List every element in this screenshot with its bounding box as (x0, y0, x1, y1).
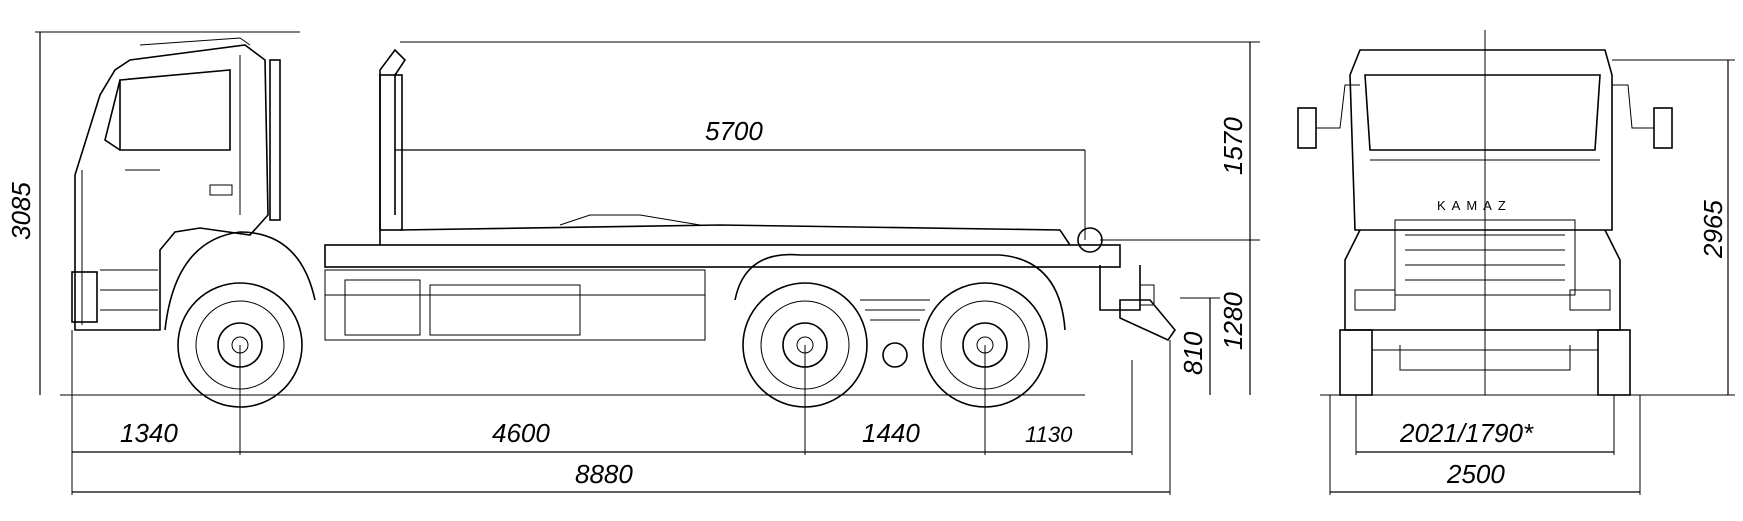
left-mirror (1297, 84, 1360, 149)
side-dimensions: 3085 5700 1570 1280 810 1340 (6, 31, 1260, 495)
front-dimensions: 2965 2021/1790* 2500 (1329, 59, 1735, 495)
front-overhang-label: 1340 (120, 418, 178, 448)
hook-reach-label: 5700 (705, 116, 763, 146)
hook-lift (379, 48, 1103, 253)
wheelbase-1-label: 4600 (492, 418, 550, 448)
front-left-tire (1339, 329, 1373, 396)
front-height-label: 2965 (1698, 200, 1728, 259)
tow-coupling (1119, 284, 1177, 342)
wheelbase-2-label: 1440 (862, 418, 920, 448)
cab (71, 37, 281, 331)
right-mirror (1612, 84, 1673, 149)
frame-height-label: 1280 (1218, 292, 1248, 350)
grille-logo: KAMAZ (1437, 198, 1512, 213)
coupling-height-label: 810 (1178, 331, 1208, 375)
rear-overhang-label: 1130 (1025, 422, 1073, 447)
overall-height-label: 3085 (6, 182, 36, 240)
front-view: KAMAZ 2965 2021/1790* (1297, 30, 1735, 495)
side-view: 3085 5700 1570 1280 810 1340 (6, 31, 1260, 495)
front-cab (1349, 49, 1613, 231)
track-width-label: 2021/1790* (1399, 418, 1534, 448)
overall-width-label: 2500 (1446, 459, 1505, 489)
overall-length-label: 8880 (575, 459, 633, 489)
rear-fender (734, 253, 1066, 331)
hook-height-label: 1570 (1218, 117, 1248, 175)
front-right-tire (1597, 329, 1631, 396)
leaf-spring (860, 299, 930, 368)
